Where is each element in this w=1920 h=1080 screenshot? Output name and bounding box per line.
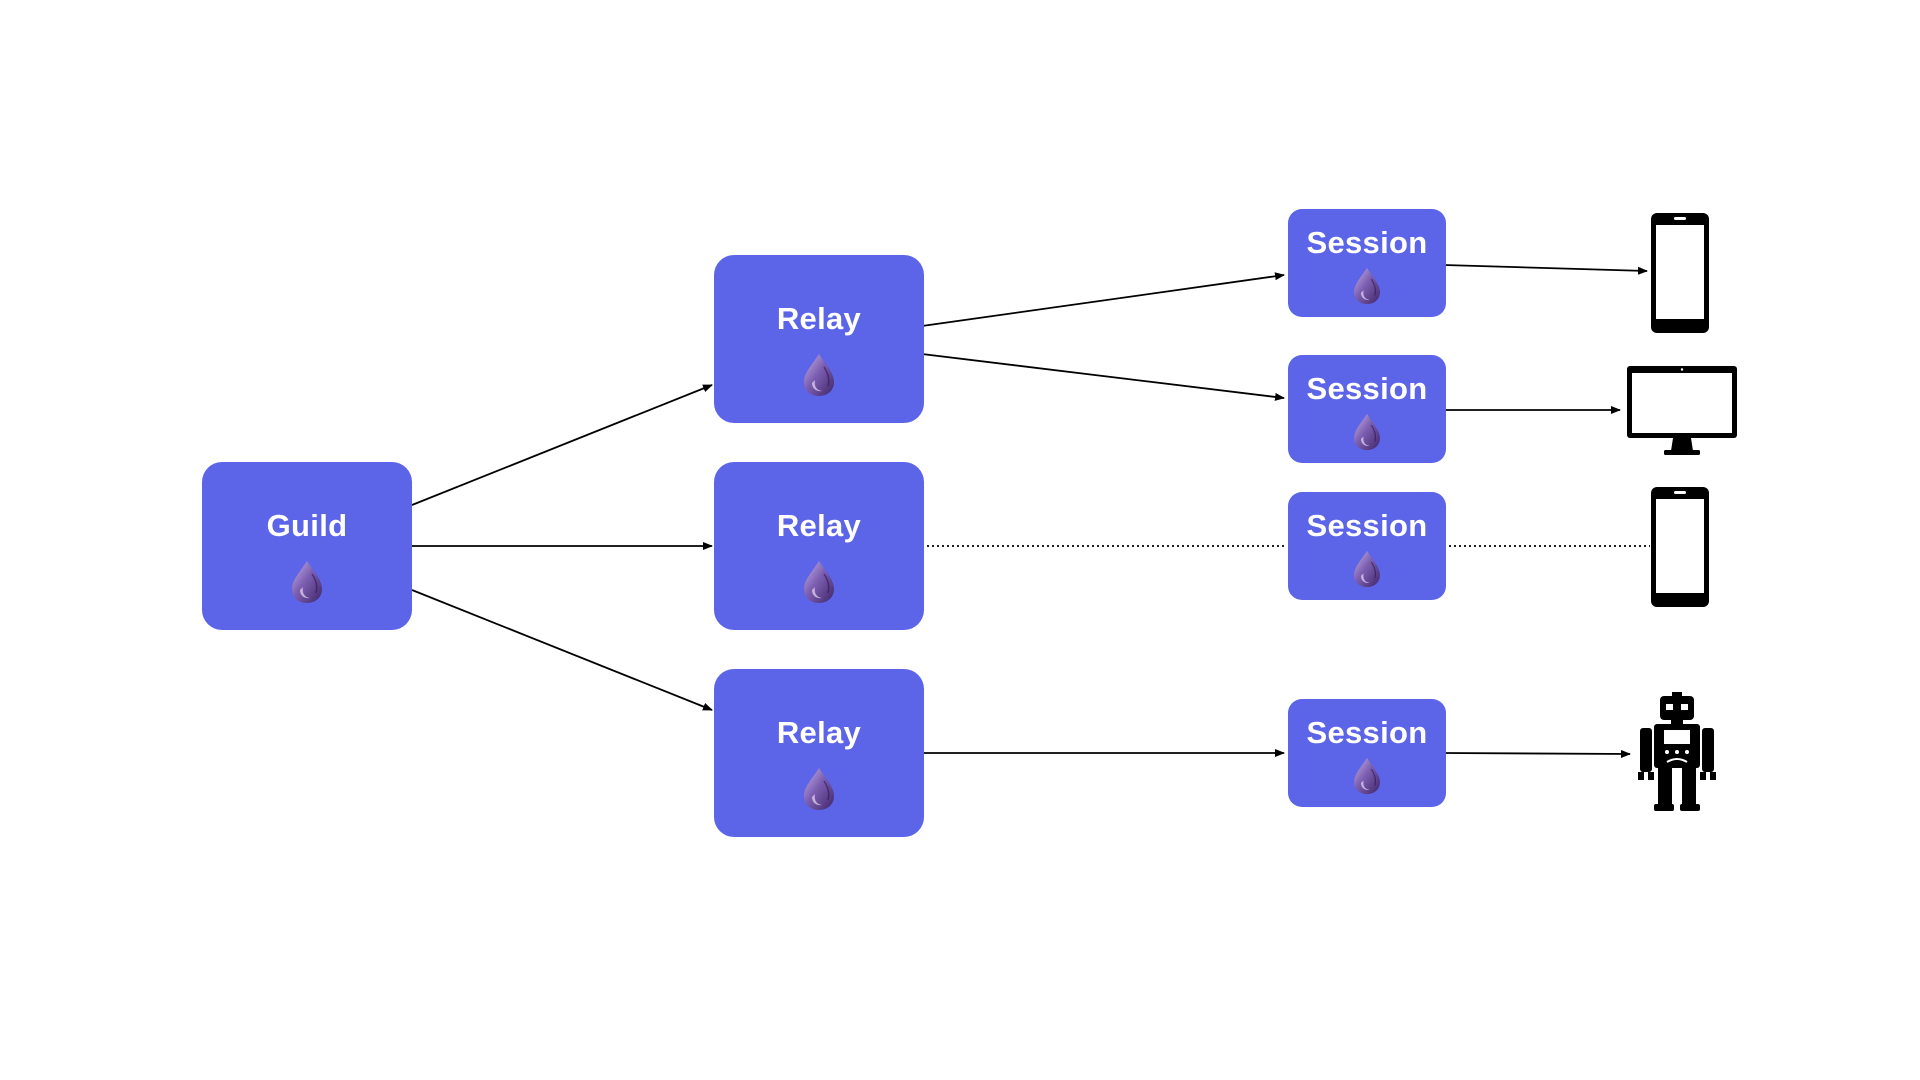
- session-label: Session: [1306, 371, 1428, 406]
- elixir-drop-icon: [802, 560, 836, 604]
- session-node-4: Session: [1288, 699, 1446, 807]
- edge-relay-1-session-1: [921, 272, 1285, 327]
- edge-relay-1-session-2: [921, 353, 1285, 401]
- desktop-monitor-icon: [1627, 366, 1737, 455]
- elixir-drop-icon: [290, 560, 324, 604]
- relay-label: Relay: [776, 508, 862, 543]
- guild-node: Guild: [202, 462, 412, 630]
- elixir-drop-icon: [1352, 757, 1382, 795]
- relay-label: Relay: [776, 715, 862, 750]
- elixir-drop-icon: [802, 353, 836, 397]
- relay-label: Relay: [776, 301, 862, 336]
- edge-session-4-device-4: [1443, 749, 1631, 758]
- elixir-drop-icon: [1352, 550, 1382, 588]
- relay-node-1: Relay: [714, 255, 924, 423]
- smartphone-icon: [1651, 487, 1709, 607]
- session-node-1: Session: [1288, 209, 1446, 317]
- robot-icon: [1638, 692, 1716, 811]
- elixir-drop-icon: [802, 767, 836, 811]
- relay-node-2: Relay: [714, 462, 924, 630]
- session-label: Session: [1306, 508, 1428, 543]
- guild-label: Guild: [266, 508, 348, 543]
- relay-node-3: Relay: [714, 669, 924, 837]
- edge-session-1-device-1: [1443, 264, 1648, 275]
- smartphone-icon: [1651, 213, 1709, 333]
- session-node-3: Session: [1288, 492, 1446, 600]
- edge-guild-relay-1: [411, 384, 713, 506]
- session-label: Session: [1306, 225, 1428, 260]
- session-label: Session: [1306, 715, 1428, 750]
- edge-guild-relay-3: [411, 589, 713, 711]
- elixir-drop-icon: [1352, 267, 1382, 305]
- elixir-drop-icon: [1352, 413, 1382, 451]
- session-node-2: Session: [1288, 355, 1446, 463]
